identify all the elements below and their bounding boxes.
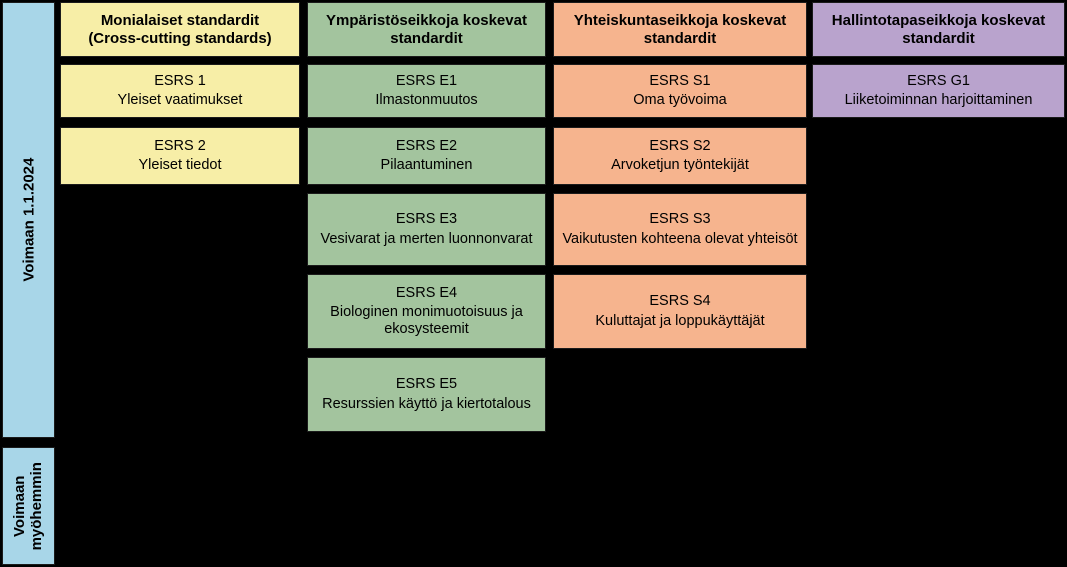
standard-code: ESRS E3 xyxy=(395,211,458,228)
sidebar-effective-later-line2: myöhemmin xyxy=(28,461,46,551)
column-header-governance: Hallintotapaseikkoja koskevat standardit xyxy=(812,2,1065,57)
standard-code: ESRS G1 xyxy=(907,72,970,89)
column-header-environmental: Ympäristöseikkoja koskevat standardit xyxy=(307,2,546,57)
standard-code: ESRS E5 xyxy=(395,376,458,393)
column-header-line2: standardit xyxy=(643,29,717,47)
standard-title: Pilaantuminen xyxy=(380,157,473,173)
standard-title: Oma työvoima xyxy=(633,92,727,108)
standard-code: ESRS E1 xyxy=(395,72,458,89)
standard-title: Arvoketjun työntekijät xyxy=(611,157,749,173)
standard-code: ESRS 2 xyxy=(154,137,206,154)
standard-title: Ilmastonmuutos xyxy=(375,92,478,108)
standard-card-esrs-e2[interactable]: ESRS E2 Pilaantuminen xyxy=(307,127,546,185)
standard-card-esrs-s4[interactable]: ESRS S4 Kuluttajat ja loppukäyttäjät xyxy=(553,274,807,349)
sidebar-effective-now-label: Voimaan 1.1.2024 xyxy=(19,158,37,282)
standard-card-esrs-s3[interactable]: ESRS S3 Vaikutusten kohteena olevat yhte… xyxy=(553,193,807,266)
standard-card-esrs-e3[interactable]: ESRS E3 Vesivarat ja merten luonnonvarat xyxy=(307,193,546,266)
standard-card-esrs-e5[interactable]: ESRS E5 Resurssien käyttö ja kiertotalou… xyxy=(307,357,546,432)
standard-code: ESRS 1 xyxy=(154,72,206,89)
standard-card-esrs-e1[interactable]: ESRS E1 Ilmastonmuutos xyxy=(307,64,546,118)
standard-title: Vesivarat ja merten luonnonvarat xyxy=(320,230,533,247)
standard-title: Kuluttajat ja loppukäyttäjät xyxy=(595,312,765,329)
column-header-line1: Hallintotapaseikkoja koskevat xyxy=(831,11,1046,29)
standard-card-esrs-s2[interactable]: ESRS S2 Arvoketjun työntekijät xyxy=(553,127,807,185)
standard-title: Liiketoiminnan harjoittaminen xyxy=(844,92,1033,108)
standard-card-esrs-s1[interactable]: ESRS S1 Oma työvoima xyxy=(553,64,807,118)
standard-code: ESRS S1 xyxy=(649,72,711,89)
standard-code: ESRS S4 xyxy=(649,293,711,310)
standard-code: ESRS S3 xyxy=(649,211,711,228)
standard-title: Resurssien käyttö ja kiertotalous xyxy=(322,395,531,412)
column-header-line2: (Cross-cutting standards) xyxy=(88,29,272,47)
sidebar-effective-later-line1: Voimaan xyxy=(11,475,29,537)
column-header-social: Yhteiskuntaseikkoja koskevat standardit xyxy=(553,2,807,57)
column-header-line1: Yhteiskuntaseikkoja koskevat xyxy=(573,11,787,29)
standard-title: Yleiset vaatimukset xyxy=(117,92,243,108)
column-header-line2: standardit xyxy=(390,29,463,47)
standard-code: ESRS E4 xyxy=(395,284,458,301)
standard-card-esrs-g1[interactable]: ESRS G1 Liiketoiminnan harjoittaminen xyxy=(812,64,1065,118)
standard-title: Biologinen monimuotoisuus ja ekosysteemi… xyxy=(330,303,523,338)
column-header-line1: Ympäristöseikkoja koskevat xyxy=(326,11,527,29)
standard-card-esrs-1[interactable]: ESRS 1 Yleiset vaatimukset xyxy=(60,64,300,118)
column-header-line2: standardit xyxy=(902,29,975,47)
column-header-line1: Monialaiset standardit xyxy=(100,11,260,29)
column-header-cross-cutting: Monialaiset standardit (Cross-cutting st… xyxy=(60,2,300,57)
standard-title: Yleiset tiedot xyxy=(138,157,222,173)
sidebar-effective-now: Voimaan 1.1.2024 xyxy=(2,2,55,438)
standard-code: ESRS S2 xyxy=(649,137,711,154)
standard-card-esrs-e4[interactable]: ESRS E4 Biologinen monimuotoisuus ja eko… xyxy=(307,274,546,349)
standard-code: ESRS E2 xyxy=(395,137,458,154)
standard-title: Vaikutusten kohteena olevat yhteisöt xyxy=(562,230,798,247)
standard-card-esrs-2[interactable]: ESRS 2 Yleiset tiedot xyxy=(60,127,300,185)
